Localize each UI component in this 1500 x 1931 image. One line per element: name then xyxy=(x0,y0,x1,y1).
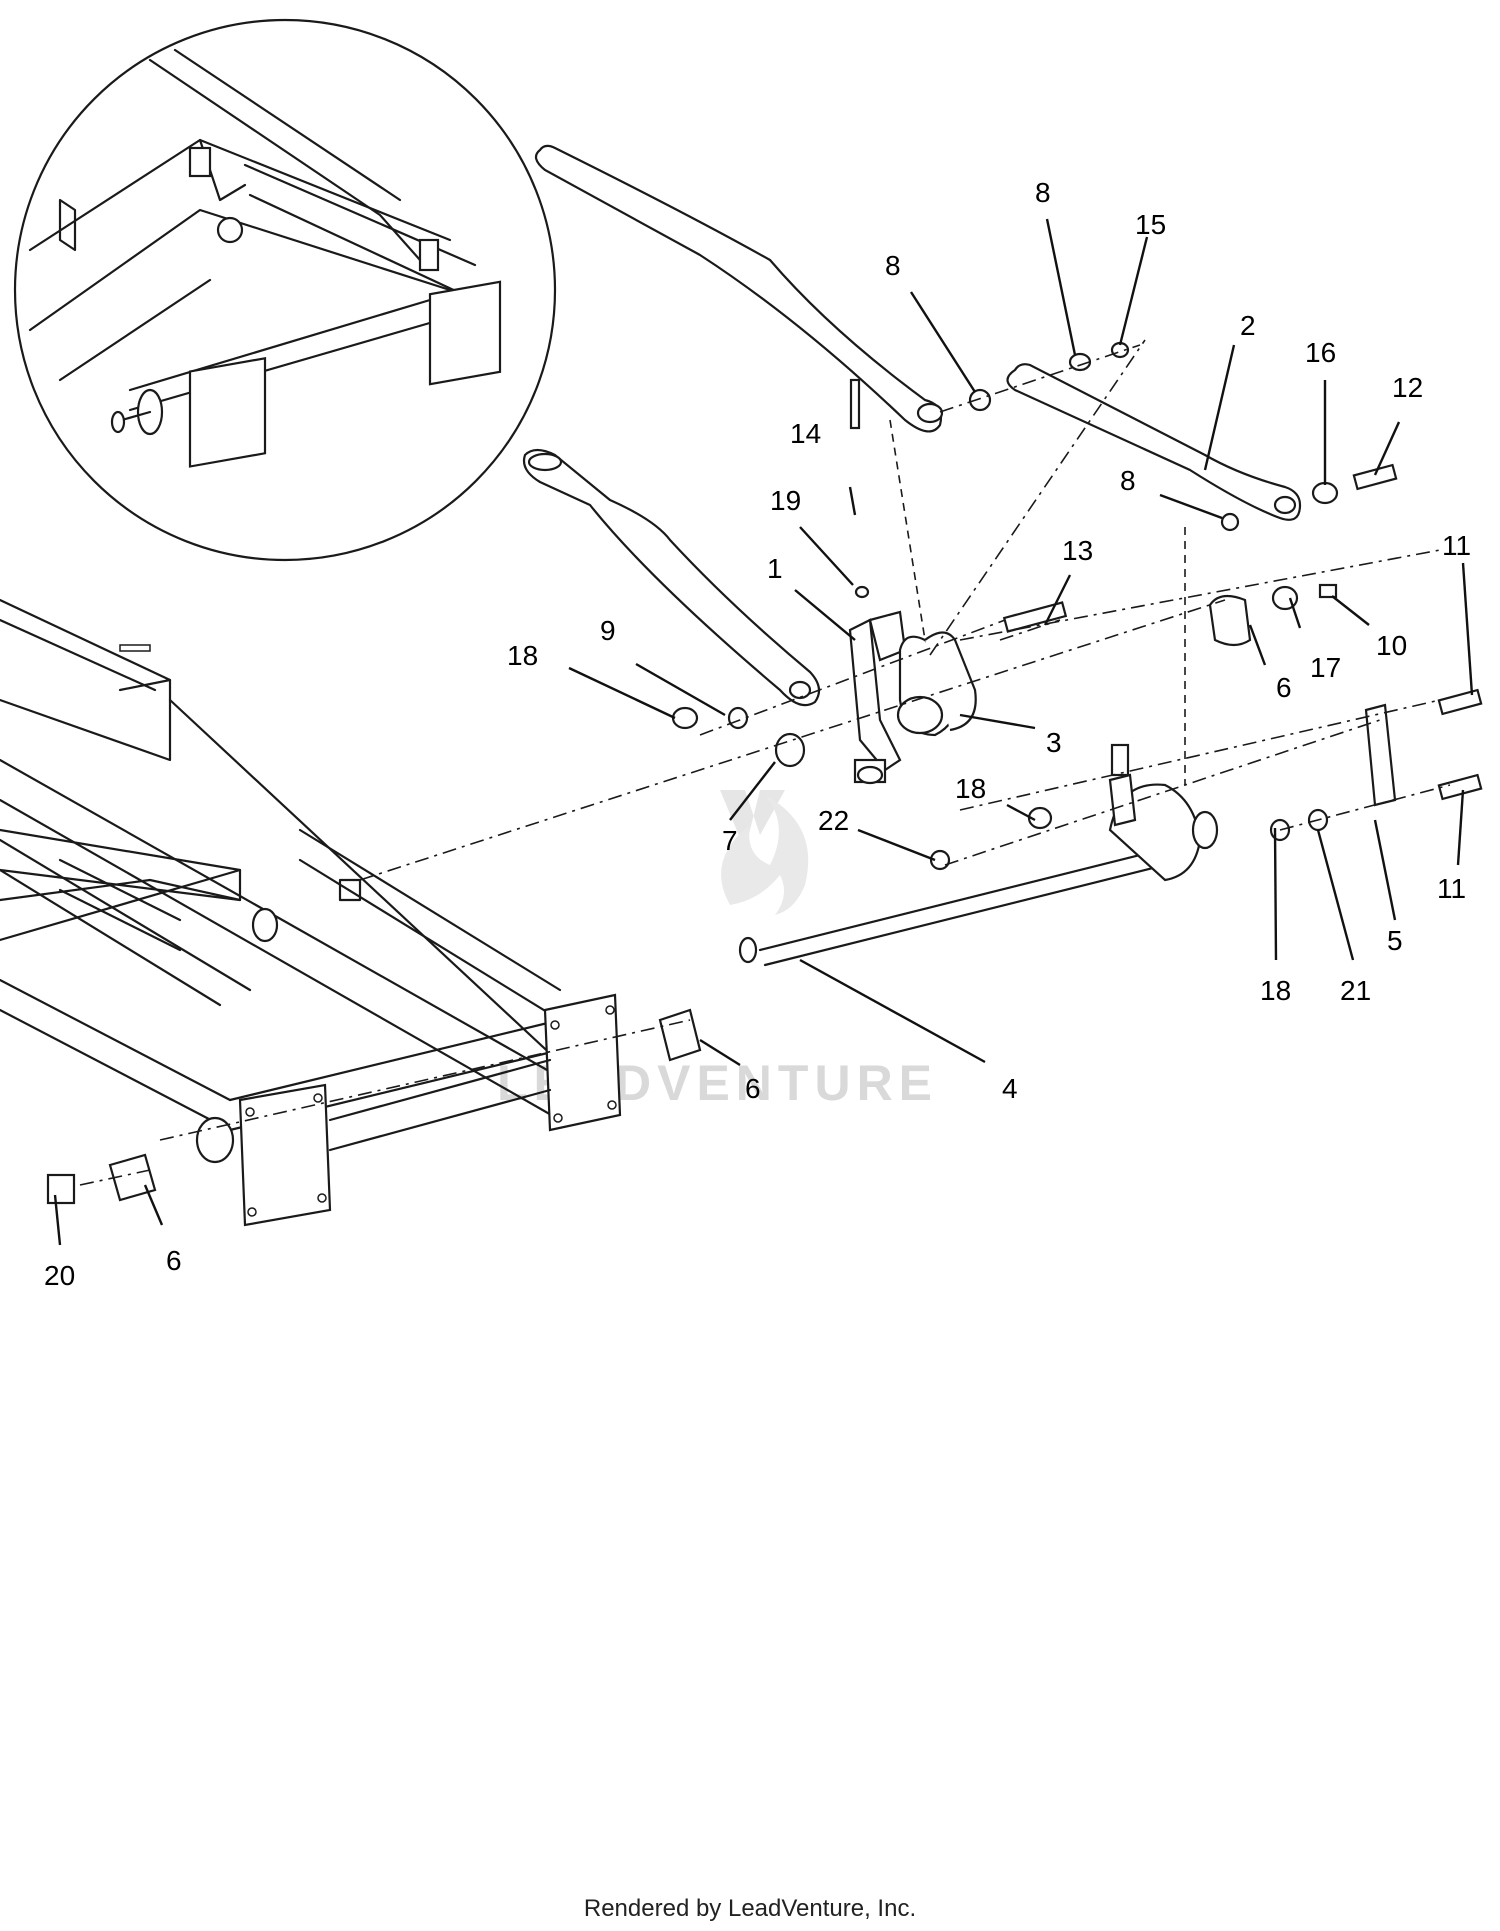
callout-17: 17 xyxy=(1310,652,1341,683)
callout-18-center: 18 xyxy=(955,773,986,804)
lower-lift-link xyxy=(522,448,821,707)
callout-8-upper-right: 8 xyxy=(1035,177,1051,208)
part-2-link xyxy=(1006,363,1302,521)
cross-shaft xyxy=(738,743,1219,967)
assembly-lines xyxy=(79,339,1451,1186)
callout-8-lower: 8 xyxy=(1120,465,1136,496)
callout-18-left: 18 xyxy=(507,640,538,671)
callout-5: 5 xyxy=(1387,925,1403,956)
callout-6-left: 6 xyxy=(166,1245,182,1276)
callout-18-right: 18 xyxy=(1260,975,1291,1006)
callout-19: 19 xyxy=(770,485,801,516)
callout-labels: 1 2 3 4 5 6 6 6 7 8 8 8 9 10 11 11 12 13… xyxy=(44,177,1471,1291)
leader-lines xyxy=(53,218,1474,1246)
callout-7: 7 xyxy=(722,825,738,856)
callout-15: 15 xyxy=(1135,209,1166,240)
pivot-bracket-assembly xyxy=(848,610,977,785)
callout-22: 22 xyxy=(818,805,849,836)
callout-11-upper: 11 xyxy=(1442,530,1471,561)
callout-14: 14 xyxy=(790,418,821,449)
callout-6-center: 6 xyxy=(745,1073,761,1104)
callout-11-lower: 11 xyxy=(1437,873,1466,904)
callout-20: 20 xyxy=(44,1260,75,1291)
callout-3: 3 xyxy=(1046,727,1062,758)
callout-21: 21 xyxy=(1340,975,1371,1006)
callout-13: 13 xyxy=(1062,535,1093,566)
main-frame xyxy=(0,598,622,1227)
callout-12: 12 xyxy=(1392,372,1423,403)
callout-9: 9 xyxy=(600,615,616,646)
callout-2: 2 xyxy=(1240,310,1256,341)
callout-1: 1 xyxy=(767,553,783,584)
upper-lift-link xyxy=(534,144,944,433)
callout-10: 10 xyxy=(1376,630,1407,661)
callout-6-right: 6 xyxy=(1276,672,1292,703)
callout-4: 4 xyxy=(1002,1073,1018,1104)
inset-detail-view xyxy=(13,18,557,562)
callout-16: 16 xyxy=(1305,337,1336,368)
callout-8-upper-left: 8 xyxy=(885,250,901,281)
render-credit: Rendered by LeadVenture, Inc. xyxy=(583,1895,917,1922)
